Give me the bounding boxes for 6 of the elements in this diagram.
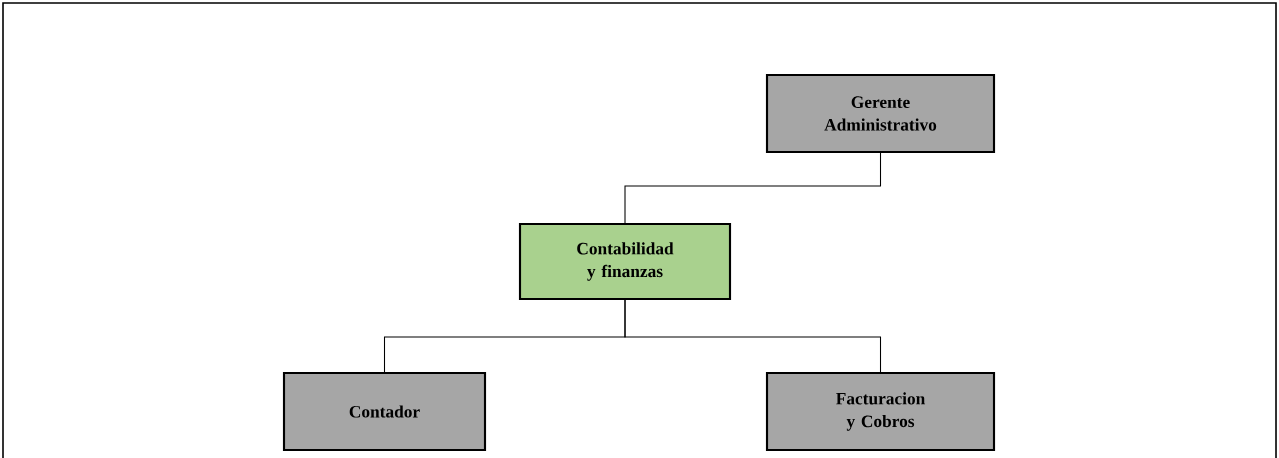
- connector-line: [624, 299, 882, 373]
- department-box: Contabilidad y finanzas: [518, 222, 732, 301]
- position-box: Gerente Administrativo: [765, 73, 996, 154]
- position-box: Facturacion y Cobros: [765, 371, 996, 452]
- position-box: Contador: [282, 371, 487, 452]
- connector-line: [624, 152, 882, 224]
